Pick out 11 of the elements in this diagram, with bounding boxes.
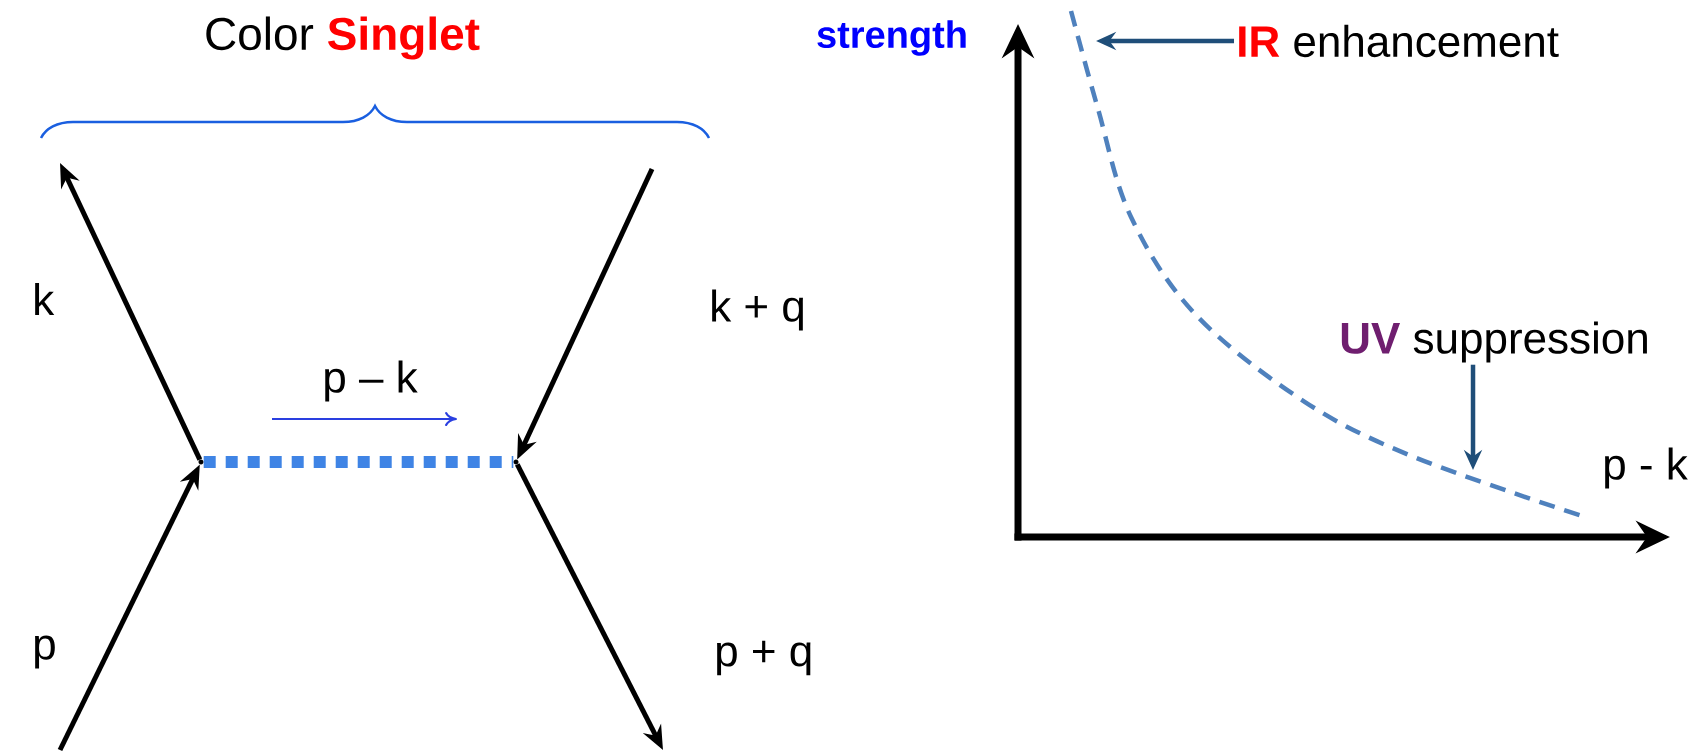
edge-label: p – k (325, 360, 418, 402)
annotation-text: IR enhancement (1239, 24, 1559, 58)
edge-label: p (35, 635, 55, 669)
edge-label: p + q (717, 640, 811, 676)
axis-label: strength (817, 20, 966, 56)
annotation-text: UV suppression (1341, 321, 1647, 363)
axis-label: p - k (1605, 447, 1688, 489)
title: Color Singlet (206, 16, 480, 60)
dashed-propagator (203, 456, 514, 468)
edge-label: k + q (712, 289, 803, 331)
edge-label: k (35, 283, 55, 315)
